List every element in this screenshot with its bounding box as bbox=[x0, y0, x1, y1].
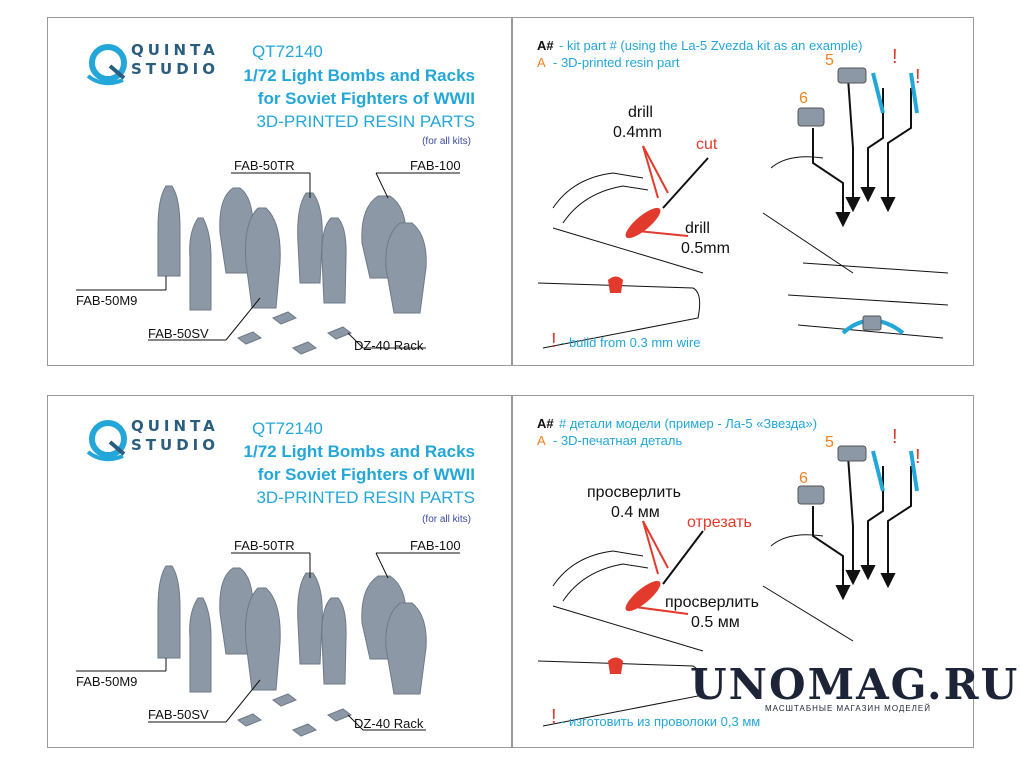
title-line2: for Soviet Fighters of WWII bbox=[257, 465, 475, 484]
note: (for all kits) bbox=[422, 136, 471, 147]
drill1-line1: drill bbox=[628, 104, 653, 121]
quinta-logo-icon bbox=[86, 420, 127, 462]
label-fab50m9: FAB-50M9 bbox=[76, 293, 138, 308]
title-line1: 1/72 Light Bombs and Racks bbox=[243, 66, 475, 85]
exclamation-2: ! bbox=[915, 66, 921, 88]
part-number-5: 5 bbox=[825, 52, 834, 69]
brand-line2: STUDIO bbox=[131, 436, 219, 454]
watermark-subtitle: МАСШТАБНЫЕ МАГАЗИН МОДЕЛЕЙ bbox=[765, 704, 931, 713]
label-fab50sv: FAB-50SV bbox=[148, 326, 209, 341]
wire-text: - изготовить из проволоки 0,3 мм bbox=[561, 714, 761, 729]
subtitle: 3D-PRINTED RESIN PARTS bbox=[256, 488, 475, 507]
legend-a-text: - 3D-printed resin part bbox=[553, 55, 680, 70]
drill2-line1: просверлить bbox=[665, 594, 759, 611]
bomb-red-shape bbox=[625, 207, 661, 239]
label-dz40: DZ-40 Rack bbox=[354, 716, 424, 731]
part-number-6: 6 bbox=[799, 90, 808, 107]
legend-a: A bbox=[537, 55, 546, 70]
drill1-line1: просверлить bbox=[587, 484, 681, 501]
bombs-illustration bbox=[76, 44, 460, 355]
exclamation-2: ! bbox=[915, 446, 921, 468]
bomb-red-shape bbox=[625, 580, 661, 612]
top-left-panel: QUINTA STUDIO QT72140 1/72 Light Bombs a… bbox=[47, 17, 512, 366]
legend-a-text: - 3D-печатная деталь bbox=[553, 433, 683, 448]
brand-line1: QUINTA bbox=[131, 417, 219, 435]
brand-line2: STUDIO bbox=[131, 60, 219, 78]
exclamation-1: ! bbox=[892, 46, 898, 68]
label-fab50tr: FAB-50TR bbox=[234, 158, 295, 173]
legend-a-hash-text: - kit part # (using the La-5 Zvezda kit … bbox=[559, 38, 863, 53]
product-code: QT72140 bbox=[252, 419, 323, 438]
part-number-5: 5 bbox=[825, 434, 834, 451]
assembly-diagram bbox=[537, 67, 949, 349]
bottom-left-panel: QUINTA STUDIO QT72140 1/72 Light Bombs a… bbox=[47, 395, 512, 748]
subtitle: 3D-PRINTED RESIN PARTS bbox=[256, 112, 475, 131]
exclamation-1: ! bbox=[892, 426, 898, 448]
quinta-logo-icon bbox=[86, 44, 127, 86]
wire-text: - build from 0.3 mm wire bbox=[561, 335, 701, 350]
product-code: QT72140 bbox=[252, 42, 323, 61]
top-right-panel: A# - kit part # (using the La-5 Zvezda k… bbox=[512, 17, 974, 366]
watermark-logo: UNOMAG.RU bbox=[690, 660, 1020, 709]
drill2-line1: drill bbox=[685, 220, 710, 237]
legend-a-hash-text: # детали модели (пример - Ла-5 «Звезда») bbox=[559, 416, 818, 431]
drill1-line2: 0.4mm bbox=[613, 124, 662, 141]
label-fab50m9: FAB-50M9 bbox=[76, 674, 138, 689]
label-dz40: DZ-40 Rack bbox=[354, 338, 424, 353]
wire-exclamation: ! bbox=[551, 706, 557, 728]
label-fab50sv: FAB-50SV bbox=[148, 707, 209, 722]
cut-label: cut bbox=[696, 136, 718, 153]
wire-exclamation: ! bbox=[551, 330, 557, 352]
bombs-illustration bbox=[76, 420, 460, 737]
legend-a-hash: A# bbox=[537, 416, 554, 431]
assembly-diagram bbox=[537, 445, 919, 727]
legend-a-hash: A# bbox=[537, 38, 554, 53]
label-fab100: FAB-100 bbox=[410, 538, 461, 553]
label-fab100: FAB-100 bbox=[410, 158, 461, 173]
drill2-line2: 0.5mm bbox=[681, 240, 730, 257]
bottom-right-panel: A# # детали модели (пример - Ла-5 «Звезд… bbox=[512, 395, 974, 748]
label-fab50tr: FAB-50TR bbox=[234, 538, 295, 553]
title-line2: for Soviet Fighters of WWII bbox=[257, 89, 475, 108]
part-number-6: 6 bbox=[799, 470, 808, 487]
legend-a: A bbox=[537, 433, 546, 448]
note: (for all kits) bbox=[422, 514, 471, 525]
cut-label: отрезать bbox=[687, 514, 752, 531]
title-line1: 1/72 Light Bombs and Racks bbox=[243, 442, 475, 461]
drill1-line2: 0.4 мм bbox=[611, 504, 660, 521]
drill2-line2: 0.5 мм bbox=[691, 614, 740, 631]
brand-line1: QUINTA bbox=[131, 41, 219, 59]
